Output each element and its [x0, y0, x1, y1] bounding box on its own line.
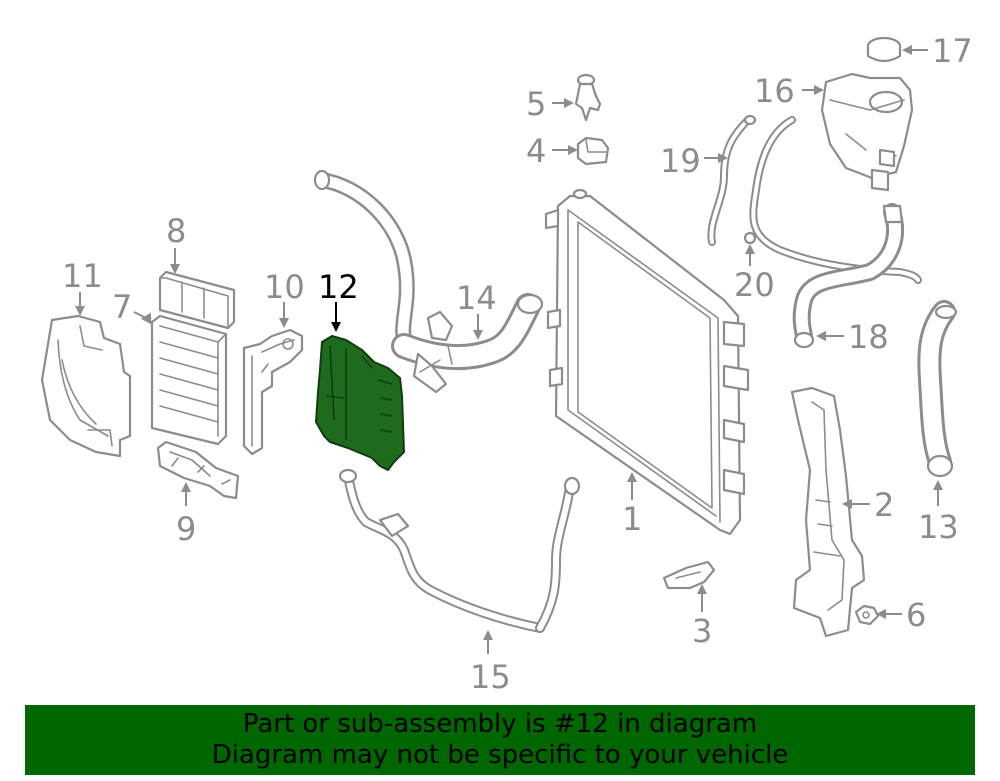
part-14-upper-hose[interactable] [313, 169, 544, 394]
part-6-nut[interactable] [854, 604, 880, 626]
callout-12[interactable]: 12 [318, 268, 359, 306]
part-17-cap[interactable] [866, 36, 902, 63]
part-20-line[interactable] [743, 116, 922, 284]
callout-4[interactable]: 4 [526, 132, 546, 170]
leader-lines [75, 45, 943, 654]
part-15-lower-hose[interactable] [338, 468, 581, 633]
part-16-expansion-tank[interactable] [820, 72, 914, 192]
parts-diagram: 1 2 3 4 5 6 7 8 9 10 11 12 13 14 15 16 1… [40, 32, 973, 696]
part-11-shroud[interactable] [40, 314, 132, 458]
callout-16[interactable]: 16 [754, 72, 795, 110]
part-19-line[interactable] [707, 114, 757, 246]
banner-line-2: Diagram may not be specific to your vehi… [211, 740, 789, 770]
callout-14[interactable]: 14 [456, 279, 497, 317]
callout-13[interactable]: 13 [918, 508, 959, 546]
part-13-hose[interactable] [917, 300, 958, 478]
callout-2[interactable]: 2 [874, 486, 894, 524]
part-12-air-guide[interactable] [315, 335, 405, 471]
callout-20[interactable]: 20 [734, 266, 775, 304]
callout-17[interactable]: 17 [932, 32, 973, 70]
callout-9[interactable]: 9 [176, 510, 196, 548]
part-2-side-panel[interactable] [790, 386, 866, 638]
part-18-tank-hose[interactable] [792, 203, 904, 349]
part-9-bracket[interactable] [156, 440, 240, 500]
part-5-push-pin[interactable] [574, 73, 602, 122]
part-8-seal[interactable] [158, 270, 236, 330]
info-banner: Part or sub-assembly is #12 in diagram D… [25, 705, 975, 775]
callout-3[interactable]: 3 [692, 612, 712, 650]
callout-15[interactable]: 15 [470, 658, 511, 696]
banner-line-1: Part or sub-assembly is #12 in diagram [242, 709, 758, 739]
callout-10[interactable]: 10 [264, 268, 305, 306]
part-1-radiator[interactable] [544, 188, 750, 536]
callout-11[interactable]: 11 [62, 257, 103, 295]
callout-8[interactable]: 8 [166, 212, 186, 250]
callout-6[interactable]: 6 [906, 596, 926, 634]
callout-labels: 1 2 3 4 5 6 7 8 9 10 11 12 13 14 15 16 1… [62, 32, 973, 696]
part-7-cooler[interactable] [150, 314, 228, 446]
part-4-clip[interactable] [576, 136, 610, 166]
part-3-bracket[interactable] [662, 560, 716, 590]
callout-5[interactable]: 5 [526, 85, 546, 123]
callout-1[interactable]: 1 [622, 500, 642, 538]
callout-7[interactable]: 7 [112, 288, 132, 326]
part-10-bracket[interactable] [242, 328, 304, 456]
callout-19[interactable]: 19 [660, 142, 701, 180]
callout-18[interactable]: 18 [848, 318, 889, 356]
